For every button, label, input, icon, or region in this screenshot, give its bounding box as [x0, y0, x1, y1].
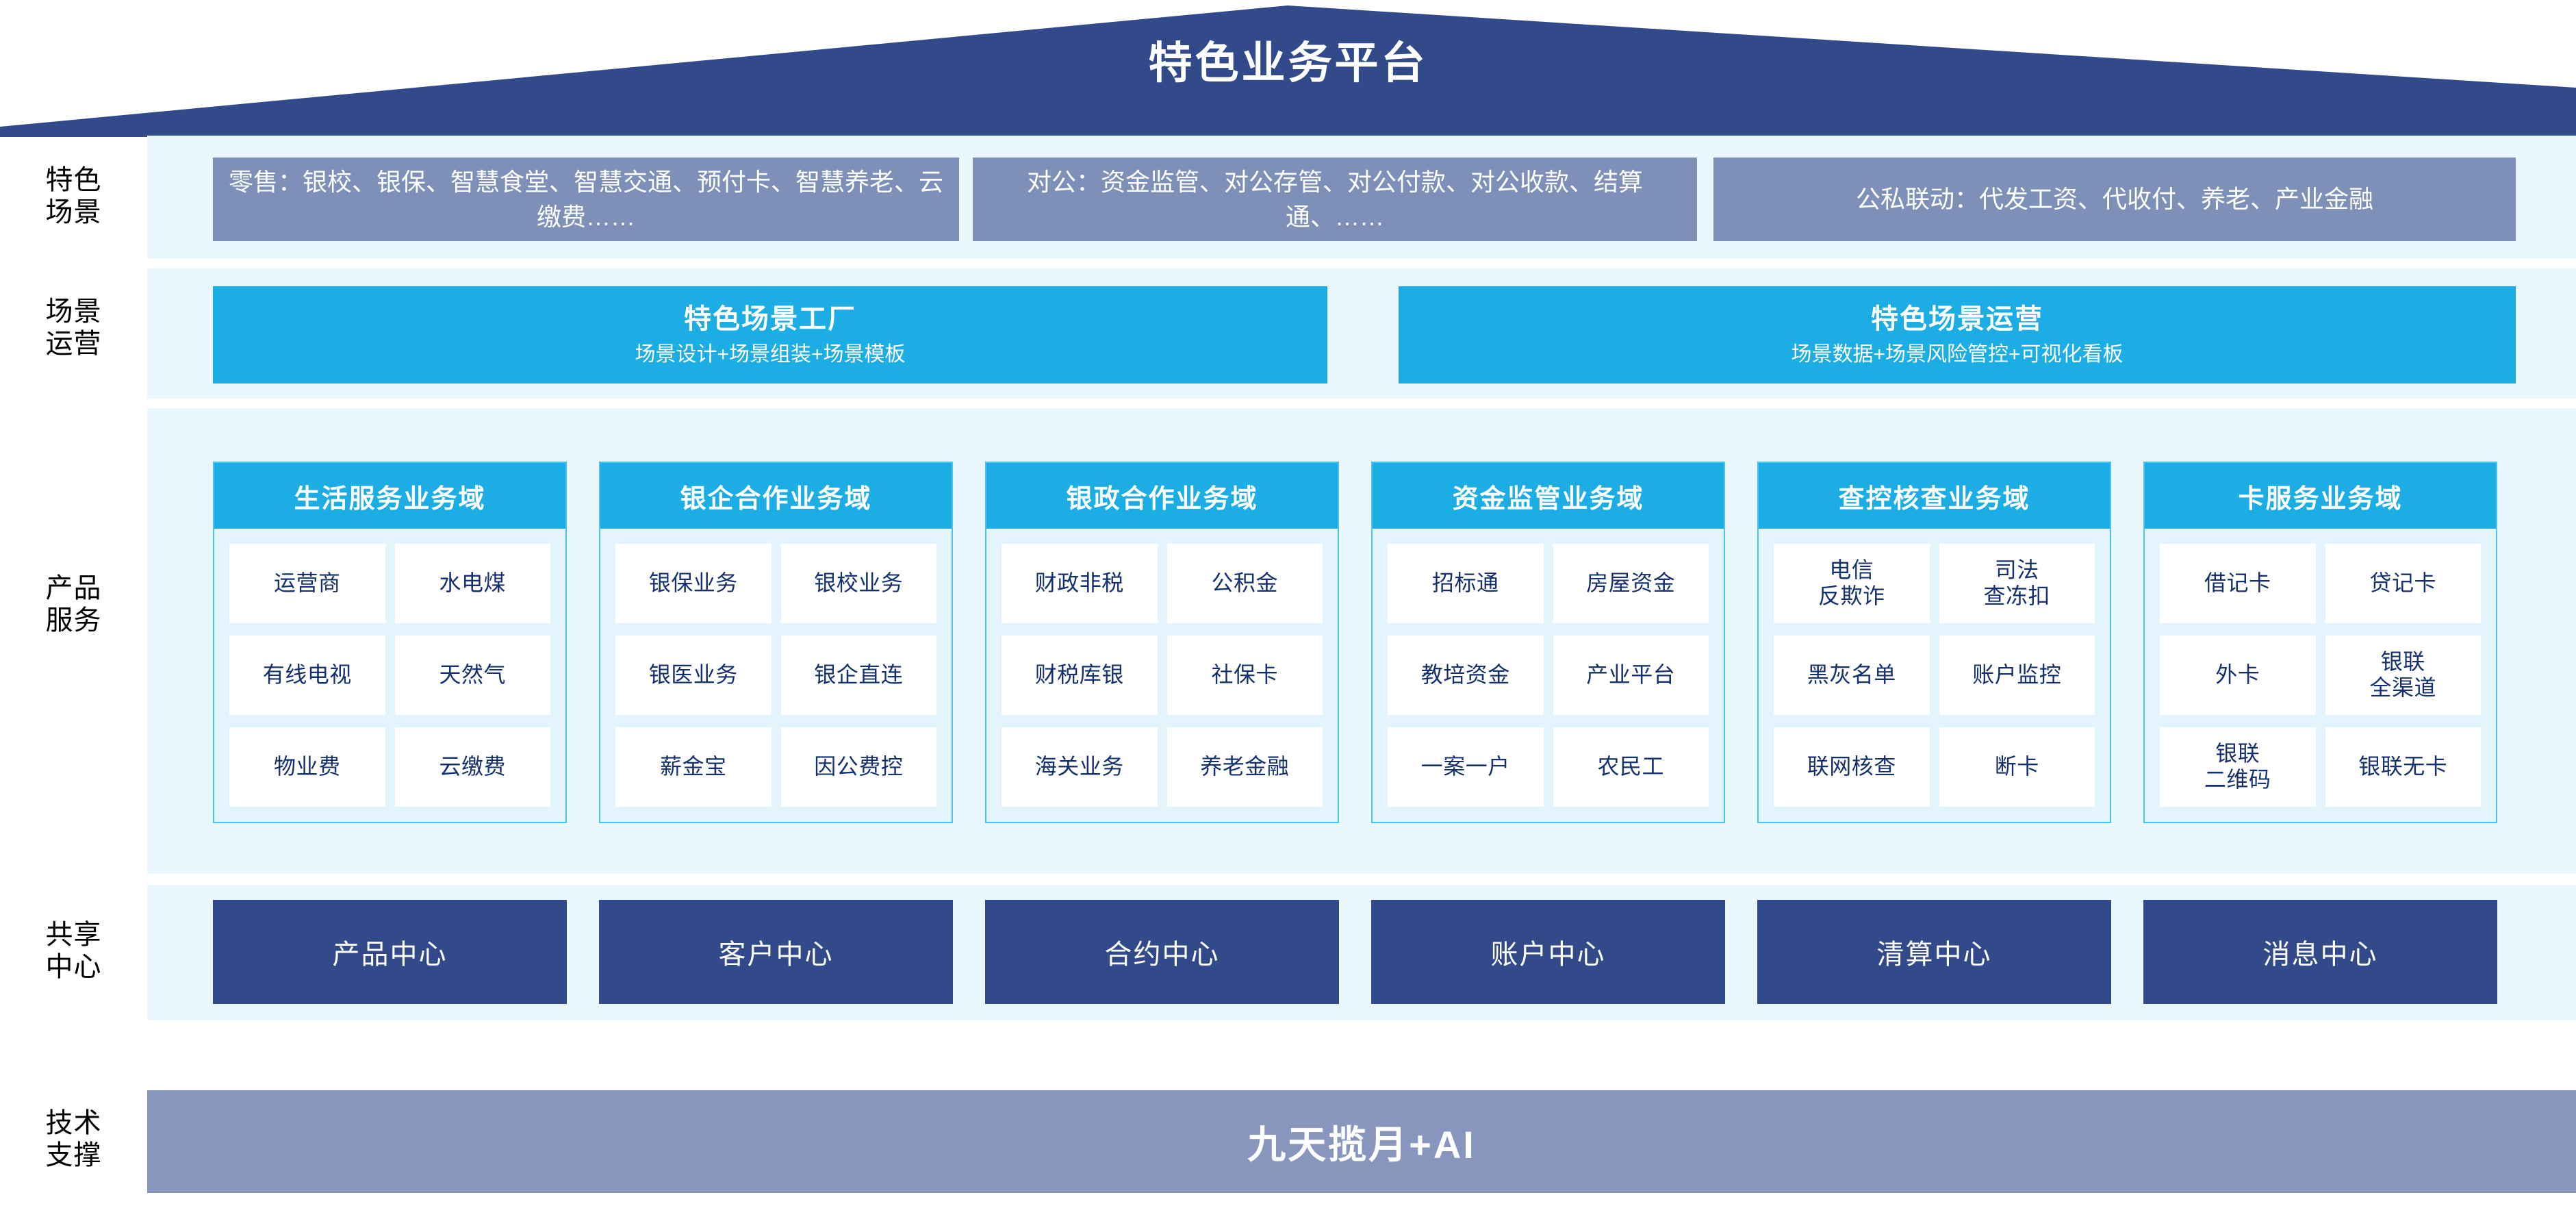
shared-center-product[interactable]: 产品中心 — [213, 900, 567, 1004]
product-cell[interactable]: 一案一户 — [1388, 727, 1544, 807]
product-cell[interactable]: 教培资金 — [1388, 636, 1544, 715]
domain-product-grid: 财政非税 公积金 财税库银 社保卡 海关业务 养老金融 — [986, 529, 1338, 822]
product-cell[interactable]: 银医业务 — [615, 636, 771, 715]
product-cell[interactable]: 房屋资金 — [1553, 544, 1709, 623]
tech-support-bar[interactable]: 九天揽月+AI — [147, 1090, 2576, 1193]
product-cell[interactable]: 借记卡 — [2160, 544, 2316, 623]
product-cell[interactable]: 银联二维码 — [2160, 727, 2316, 807]
product-cell[interactable]: 社保卡 — [1166, 636, 1323, 715]
product-cell[interactable]: 账户监控 — [1939, 636, 2095, 715]
domain-product-grid: 电信反欺诈 司法查冻扣 黑灰名单 账户监控 联网核查 断卡 — [1759, 529, 2110, 822]
domain-header: 银企合作业务域 — [600, 463, 952, 529]
domain-header: 银政合作业务域 — [986, 463, 1338, 529]
domain-column-fund-supervision[interactable]: 资金监管业务域 招标通 房屋资金 教培资金 产业平台 一案一户 农民工 — [1371, 462, 1725, 823]
rail-label-operation: 场景运营 — [45, 297, 102, 360]
product-cell[interactable]: 运营商 — [229, 544, 385, 623]
scenario-box-public-private[interactable]: 公私联动：代发工资、代收付、养老、产业金融 — [1713, 158, 2516, 241]
product-cell[interactable]: 天然气 — [394, 636, 550, 715]
scene-operation-band: 特色场景工厂 场景设计+场景组装+场景模板 特色场景运营 场景数据+场景风险管控… — [147, 268, 2576, 399]
product-cell[interactable]: 云缴费 — [394, 727, 550, 807]
product-cell[interactable]: 物业费 — [229, 727, 385, 807]
product-cell[interactable]: 海关业务 — [1002, 727, 1158, 807]
ops-title: 特色场景运营 — [1871, 304, 2043, 334]
platform-roof: 特色业务平台 — [0, 0, 2576, 137]
product-cell[interactable]: 产业平台 — [1553, 636, 1709, 715]
product-cell[interactable]: 水电煤 — [394, 544, 550, 623]
domain-header: 卡服务业务域 — [2145, 463, 2496, 529]
product-cell[interactable]: 农民工 — [1553, 727, 1709, 807]
rail-label-tech: 技术支撑 — [45, 1108, 102, 1171]
product-cell[interactable]: 黑灰名单 — [1774, 636, 1930, 715]
page-title: 特色业务平台 — [1148, 38, 1428, 88]
product-cell[interactable]: 有线电视 — [229, 636, 385, 715]
domain-header: 查控核查业务域 — [1759, 463, 2110, 529]
domain-product-grid: 运营商 水电煤 有线电视 天然气 物业费 云缴费 — [214, 529, 565, 822]
product-cell[interactable]: 司法查冻扣 — [1939, 544, 2095, 623]
rail-label-product: 产品服务 — [45, 573, 102, 636]
product-cell[interactable]: 银企直连 — [780, 636, 936, 715]
shared-center-customer[interactable]: 客户中心 — [599, 900, 953, 1004]
product-cell[interactable]: 银联无卡 — [2325, 727, 2481, 807]
ops-title: 特色场景工厂 — [684, 304, 856, 334]
rail-label-scene: 特色场景 — [45, 165, 102, 228]
product-cell[interactable]: 因公费控 — [780, 727, 936, 807]
domain-column-life-service[interactable]: 生活服务业务域 运营商 水电煤 有线电视 天然气 物业费 云缴费 — [213, 462, 567, 823]
product-cell[interactable]: 公积金 — [1166, 544, 1323, 623]
ops-box-scene-operation[interactable]: 特色场景运营 场景数据+场景风险管控+可视化看板 — [1399, 286, 2516, 384]
product-cell[interactable]: 招标通 — [1388, 544, 1544, 623]
scenario-box-corporate[interactable]: 对公：资金监管、对公存管、对公付款、对公收款、结算通、…… — [973, 158, 1697, 241]
ops-subtitle: 场景数据+场景风险管控+可视化看板 — [1791, 343, 2124, 366]
product-cell[interactable]: 财税库银 — [1002, 636, 1158, 715]
rail-label-shared: 共享中心 — [45, 920, 102, 983]
ops-box-scene-factory[interactable]: 特色场景工厂 场景设计+场景组装+场景模板 — [213, 286, 1327, 384]
domain-column-card-service[interactable]: 卡服务业务域 借记卡 贷记卡 外卡 银联全渠道 银联二维码 银联无卡 — [2143, 462, 2497, 823]
product-service-band: 生活服务业务域 运营商 水电煤 有线电视 天然气 物业费 云缴费 银企合作业务域… — [147, 408, 2576, 874]
product-cell[interactable]: 养老金融 — [1166, 727, 1323, 807]
shared-center-message[interactable]: 消息中心 — [2143, 900, 2497, 1004]
shared-center-account[interactable]: 账户中心 — [1371, 900, 1725, 1004]
scenario-band: 零售：银校、银保、智慧食堂、智慧交通、预付卡、智慧养老、云缴费…… 对公：资金监… — [147, 136, 2576, 259]
product-cell[interactable]: 联网核查 — [1774, 727, 1930, 807]
shared-center-band: 产品中心 客户中心 合约中心 账户中心 清算中心 消息中心 — [147, 885, 2576, 1020]
product-cell[interactable]: 银联全渠道 — [2325, 636, 2481, 715]
scenario-box-retail[interactable]: 零售：银校、银保、智慧食堂、智慧交通、预付卡、智慧养老、云缴费…… — [213, 158, 959, 241]
domain-column-bank-enterprise[interactable]: 银企合作业务域 银保业务 银校业务 银医业务 银企直连 薪金宝 因公费控 — [599, 462, 953, 823]
product-cell[interactable]: 贷记卡 — [2325, 544, 2481, 623]
product-cell[interactable]: 电信反欺诈 — [1774, 544, 1930, 623]
domain-header: 资金监管业务域 — [1373, 463, 1724, 529]
domain-column-bank-government[interactable]: 银政合作业务域 财政非税 公积金 财税库银 社保卡 海关业务 养老金融 — [985, 462, 1339, 823]
product-cell[interactable]: 外卡 — [2160, 636, 2316, 715]
roof-shape-icon — [0, 5, 2576, 137]
domain-column-investigation[interactable]: 查控核查业务域 电信反欺诈 司法查冻扣 黑灰名单 账户监控 联网核查 断卡 — [1757, 462, 2111, 823]
domain-product-grid: 银保业务 银校业务 银医业务 银企直连 薪金宝 因公费控 — [600, 529, 952, 822]
product-cell[interactable]: 财政非税 — [1002, 544, 1158, 623]
shared-center-contract[interactable]: 合约中心 — [985, 900, 1339, 1004]
ops-subtitle: 场景设计+场景组装+场景模板 — [635, 343, 906, 366]
domain-product-grid: 借记卡 贷记卡 外卡 银联全渠道 银联二维码 银联无卡 — [2145, 529, 2496, 822]
tech-support-band: 九天揽月+AI — [147, 1090, 2576, 1193]
product-cell[interactable]: 薪金宝 — [615, 727, 771, 807]
product-cell[interactable]: 银保业务 — [615, 544, 771, 623]
shared-center-clearing[interactable]: 清算中心 — [1757, 900, 2111, 1004]
product-cell[interactable]: 银校业务 — [780, 544, 936, 623]
domain-header: 生活服务业务域 — [214, 463, 565, 529]
product-cell[interactable]: 断卡 — [1939, 727, 2095, 807]
domain-product-grid: 招标通 房屋资金 教培资金 产业平台 一案一户 农民工 — [1373, 529, 1724, 822]
